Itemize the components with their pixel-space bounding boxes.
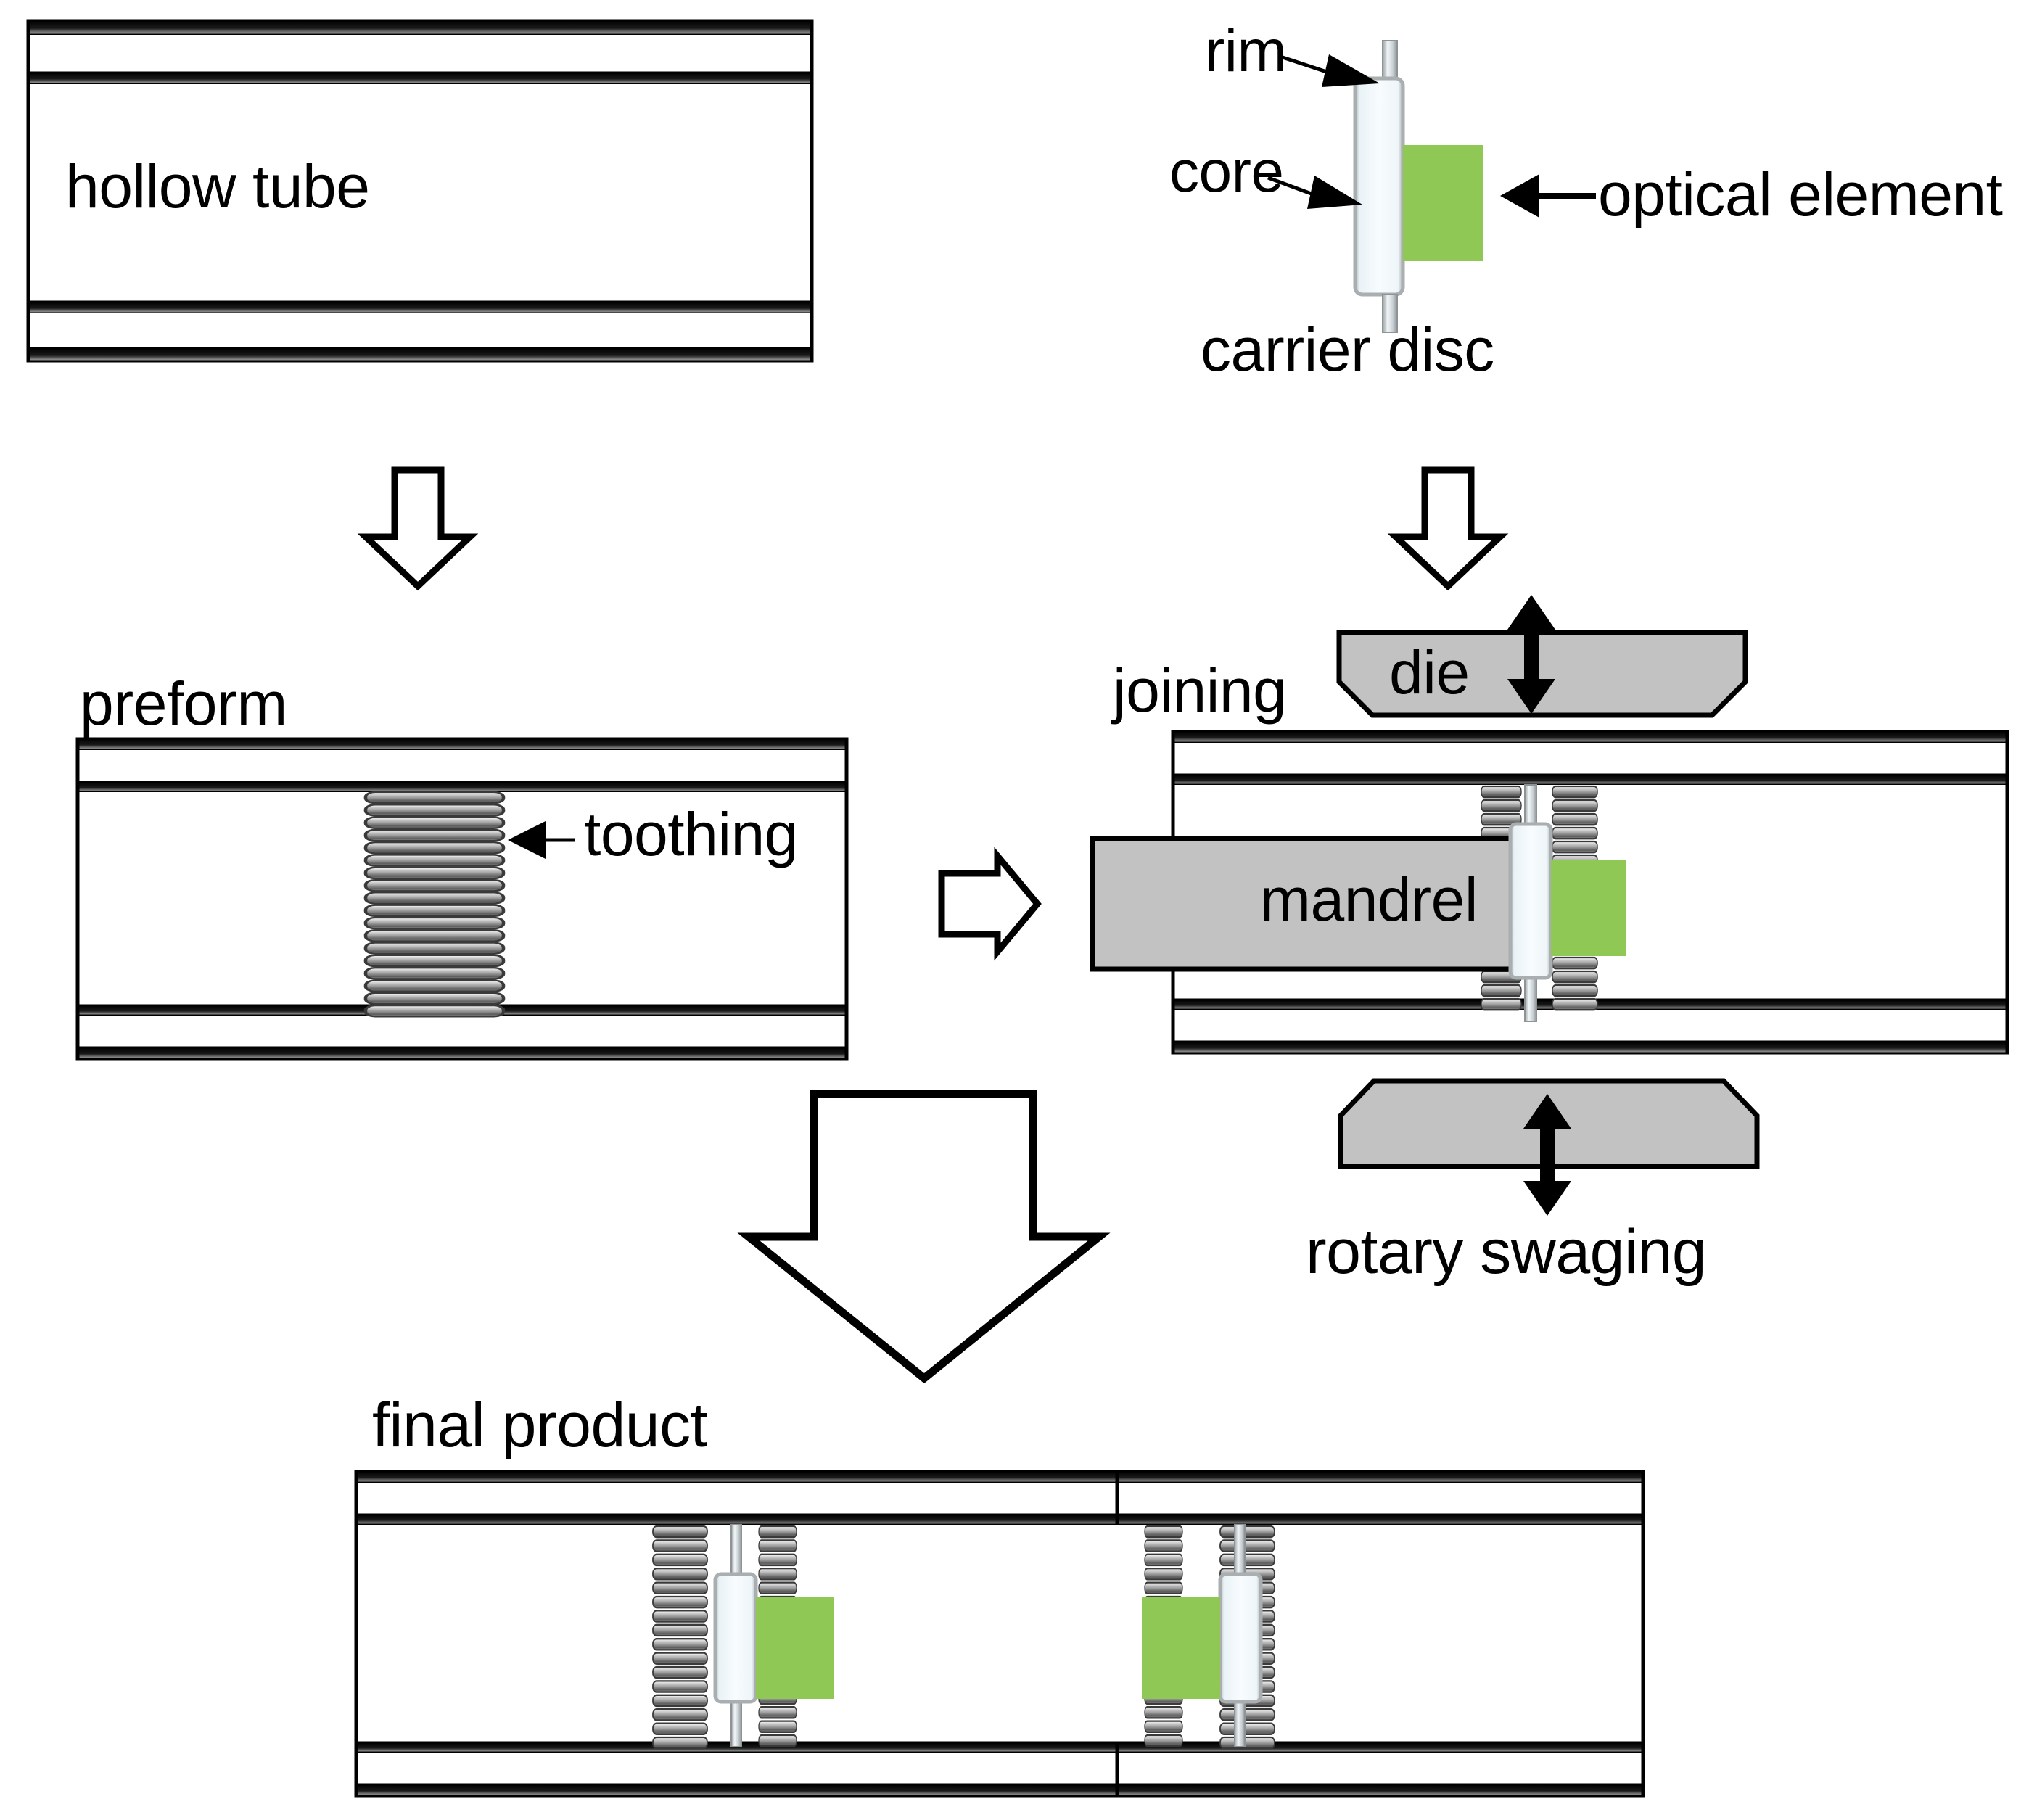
final-assembly-right [1142, 1524, 1276, 1750]
die-stroke-arrow-lower [1523, 1094, 1571, 1216]
arrow-tube-to-preform [357, 466, 479, 591]
rim-stub-bottom [1382, 294, 1398, 333]
arrow-preform-to-joining [938, 847, 1042, 961]
label-joining: joining [1113, 656, 1287, 725]
final-left-carrier-disc [713, 1572, 758, 1704]
joining-carrier-disc [1508, 822, 1553, 980]
final-left-optical-element [756, 1597, 834, 1699]
final-right-rim-stub-top [1234, 1524, 1246, 1575]
label-die: die [1389, 638, 1470, 707]
toothing-callout-arrow [508, 821, 575, 859]
label-core: core [1169, 139, 1284, 205]
label-hollow-tube: hollow tube [65, 152, 370, 221]
final-left-rim-stub-bottom [730, 1698, 742, 1747]
optical-element-callout-arrow [1500, 174, 1596, 218]
label-optical-element: optical element [1598, 160, 2003, 228]
joining-optical-element [1551, 860, 1626, 956]
die-stroke-arrow-upper [1507, 595, 1555, 714]
final-left-rim-stub-top [730, 1524, 742, 1575]
toothing-field [366, 792, 503, 1016]
final-assembly-left [651, 1524, 834, 1750]
carrier-disc-core [1353, 76, 1405, 297]
joining-rim-stub-top [1524, 784, 1537, 825]
final-tube-bore [355, 1525, 1644, 1742]
optical-element [1403, 145, 1483, 261]
joining-rim-stub-bottom [1524, 973, 1537, 1022]
label-carrier-disc: carrier disc [1201, 316, 1494, 384]
stage-hollow-tube [26, 19, 814, 363]
tube-wall-top [26, 19, 814, 86]
label-rim: rim [1205, 18, 1287, 84]
stage-final-product [354, 1470, 1645, 1798]
stage-carrier-disc-assembly [1267, 40, 1596, 333]
tube-wall-bottom [26, 300, 814, 363]
label-rotary-swaging: rotary swaging [1306, 1217, 1707, 1287]
arrow-to-final-product [737, 1090, 1111, 1384]
upper-die [1336, 630, 1748, 718]
final-right-rim-stub-bottom [1234, 1698, 1246, 1747]
stage-preform [75, 737, 849, 1061]
final-right-carrier-disc [1218, 1572, 1263, 1704]
label-mandrel: mandrel [1260, 865, 1478, 934]
label-final-product: final product [372, 1391, 708, 1460]
stage-joining [1090, 595, 2009, 1216]
label-toothing: toothing [584, 800, 798, 868]
arrow-disc-to-joining [1387, 466, 1509, 591]
rim-stub-top [1382, 40, 1398, 79]
rim-callout-arrow [1282, 54, 1380, 87]
tube-bore [28, 84, 812, 302]
core-callout-arrow [1267, 176, 1362, 209]
label-preform: preform [80, 670, 287, 738]
final-right-optical-element [1142, 1597, 1220, 1699]
